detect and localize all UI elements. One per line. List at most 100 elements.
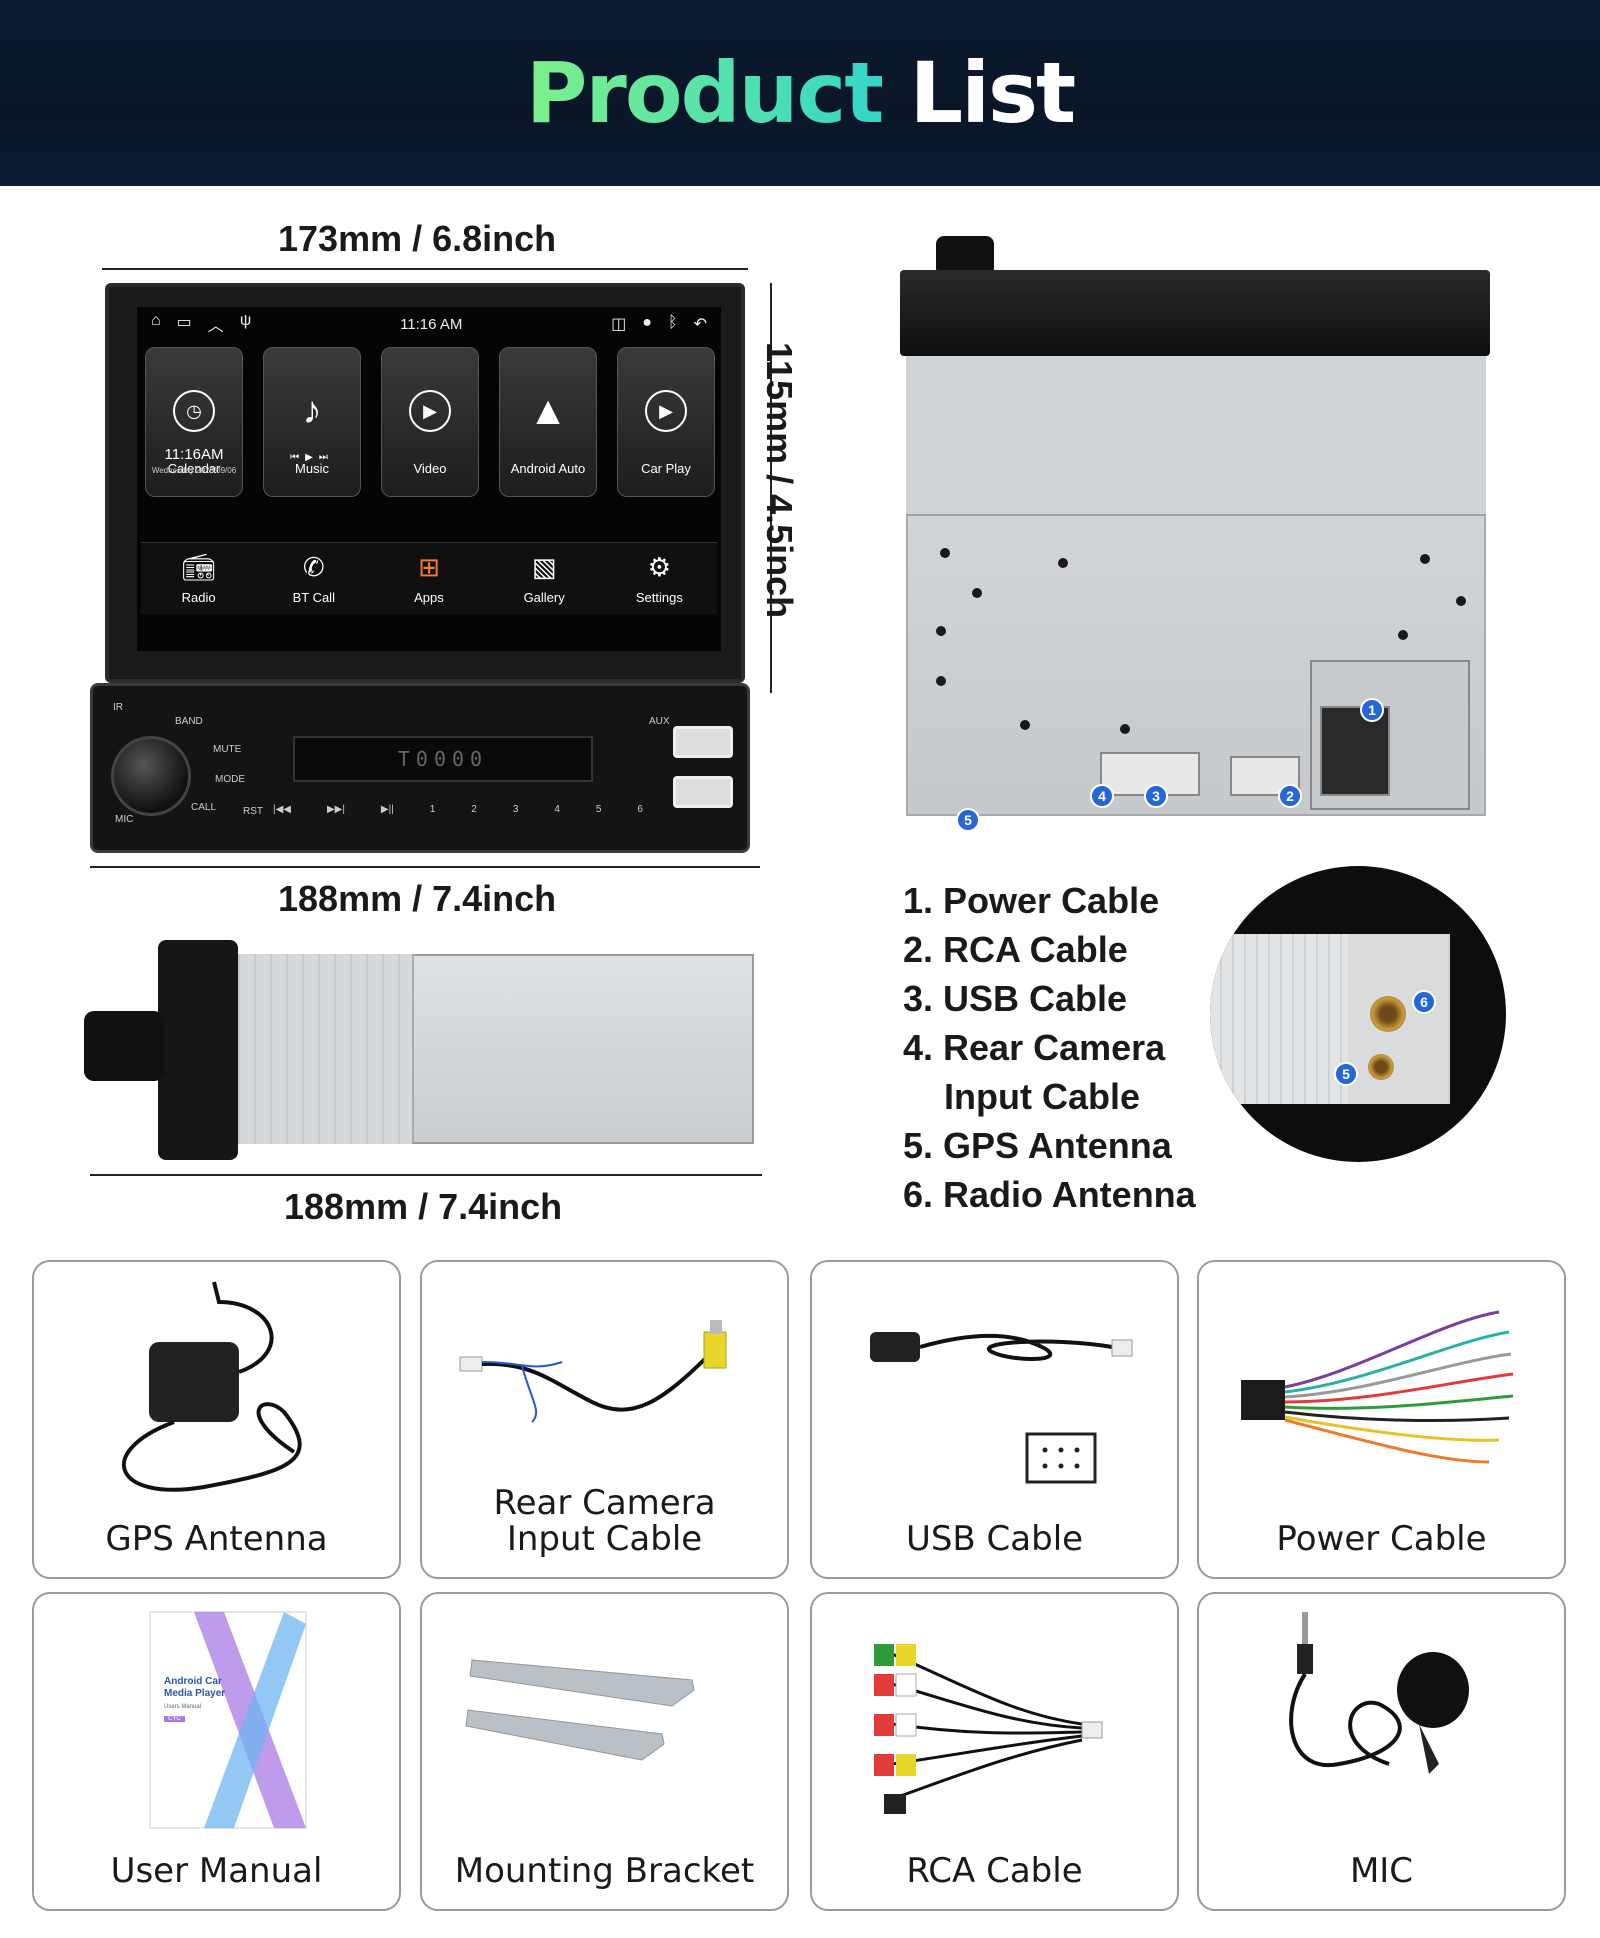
- zoom-badge-6: 6: [1412, 990, 1436, 1014]
- touch-screen: ⌂ ▭ ︿ ψ 11:16 AM ◫ ● ᛒ ↶ ◷ 11:16AM Wedne…: [137, 307, 721, 651]
- usb-port-top: [673, 726, 733, 758]
- head-unit-front: ⌂ ▭ ︿ ψ 11:16 AM ◫ ● ᛒ ↶ ◷ 11:16AM Wedne…: [90, 283, 750, 853]
- badge-3: 3: [1144, 784, 1168, 808]
- radio-icon: 📻︎: [182, 552, 216, 582]
- card-mounting-bracket: Mounting Bracket: [420, 1592, 789, 1911]
- call-button: CALL: [191, 802, 217, 813]
- tile-label: Calendar: [167, 461, 221, 476]
- screw-hole: [1120, 724, 1130, 734]
- dock-label: Apps: [414, 590, 444, 605]
- part-item-6: 6. Radio Antenna: [903, 1174, 1196, 1215]
- volume-knob: [111, 736, 191, 816]
- radio-antenna-jack: [1370, 996, 1406, 1032]
- screw-hole: [1456, 596, 1466, 606]
- clock-icon: ◷: [173, 390, 215, 432]
- back-knob: [936, 236, 994, 276]
- gps-antenna-icon: [121, 1281, 302, 1492]
- front-width-line: [102, 268, 748, 270]
- card-rear-camera-cable: Rear Camera Input Cable: [420, 1260, 789, 1579]
- back-faceplate-edge: [900, 270, 1490, 356]
- dock-label: Gallery: [523, 590, 565, 605]
- ir-label: IR: [113, 702, 123, 713]
- preset-next: ▶▶|: [326, 804, 345, 815]
- body-width-line: [90, 866, 760, 868]
- parts-list: 1. Power Cable 2. RCA Cable 3. USB Cable…: [903, 876, 1196, 1219]
- front-height-line: [770, 283, 772, 693]
- screw-hole: [936, 626, 946, 636]
- play-icon: ▶: [409, 390, 451, 432]
- manual-subtitle: Users Manual: [164, 1704, 202, 1710]
- dock-settings: ⚙ Settings: [614, 552, 704, 605]
- usb-port-bottom: [673, 776, 733, 808]
- part-item-4-cont: Input Cable: [944, 1076, 1140, 1117]
- back-vent-panel: [906, 356, 1486, 516]
- rear-camera-cable-icon: [459, 1320, 727, 1423]
- card-usb-cable: USB Cable: [810, 1260, 1179, 1579]
- status-time: 11:16 AM: [400, 315, 463, 333]
- card-mic: MIC: [1197, 1592, 1566, 1911]
- preset-buttons: |◀◀ ▶▶| ▶|| 1 2 3 4 5 6: [273, 804, 643, 815]
- cast-icon: ◫: [611, 316, 627, 333]
- card-label: RCA Cable: [906, 1851, 1083, 1891]
- screw-hole: [1020, 720, 1030, 730]
- screw-hole: [972, 588, 982, 598]
- location-icon: ●: [642, 314, 652, 331]
- part-item-4: 4. Rear Camera: [903, 1027, 1166, 1068]
- mode-button: MODE: [215, 774, 245, 785]
- media-controls-icon: ⏮▶⏭: [290, 452, 334, 463]
- zoom-badge-5: 5: [1334, 1062, 1358, 1086]
- card-label: User Manual: [110, 1851, 323, 1891]
- preset-3: 3: [512, 804, 519, 815]
- head-unit-back: 1 2 3 4 5: [900, 236, 1490, 832]
- screw-hole: [940, 548, 950, 558]
- preset-4: 4: [554, 804, 560, 815]
- rst-button: RST: [243, 806, 263, 817]
- usb-cable-icon: [870, 1332, 1133, 1484]
- dock-gallery: ▧ Gallery: [499, 552, 589, 605]
- card-rca-cable: RCA Cable: [810, 1592, 1179, 1911]
- page-title: Product List: [526, 44, 1076, 142]
- card-label: Power Cable: [1276, 1519, 1487, 1559]
- tile-label: Video: [413, 461, 447, 476]
- back-icon: ↶: [693, 316, 707, 333]
- badge-2: 2: [1278, 784, 1302, 808]
- preset-5: 5: [595, 804, 602, 815]
- body-width-label: 188mm / 7.4inch: [278, 878, 557, 919]
- screw-hole: [1398, 630, 1408, 640]
- tile-label: Music: [295, 461, 329, 476]
- aux-label: AUX: [649, 716, 670, 727]
- page-header: Product List: [0, 0, 1600, 186]
- preset-prev: |◀◀: [273, 804, 291, 815]
- band-button: BAND: [175, 716, 203, 727]
- card-power-cable: Power Cable: [1197, 1260, 1566, 1579]
- dock-radio: 📻︎ Radio: [154, 552, 244, 605]
- badge-4: 4: [1090, 784, 1114, 808]
- head-unit-side: [84, 936, 764, 1166]
- preset-play: ▶||: [380, 804, 394, 815]
- tile-date: Wednesday 2023/09/06: [151, 466, 237, 475]
- side-length-label: 188mm / 7.4inch: [284, 1186, 563, 1227]
- card-label: USB Cable: [905, 1519, 1084, 1559]
- home-icon: ⌂: [151, 312, 161, 329]
- part-item-3: 3. USB Cable: [903, 978, 1128, 1019]
- gallery-icon: ▧: [531, 552, 557, 582]
- dock-apps: ⊞ Apps: [384, 552, 474, 605]
- recent-apps-icon: ▭: [176, 314, 192, 331]
- user-manual-icon: [149, 1611, 307, 1829]
- mic-label: MIC: [115, 814, 134, 825]
- side-knob: [84, 1011, 164, 1081]
- tile-android-auto: ▲ Android Auto: [499, 347, 597, 497]
- side-faceplate: [158, 940, 238, 1160]
- card-label: MIC: [1349, 1851, 1414, 1891]
- tile-clock: 11:16AM: [164, 446, 224, 463]
- app-dock: 📻︎ Radio ✆ BT Call ⊞ Apps ▧ Gallery ⚙: [141, 542, 717, 614]
- side-cage: [224, 954, 414, 1144]
- mounting-bracket-icon: [465, 1659, 695, 1761]
- lcd-display: T0000: [293, 736, 593, 782]
- tile-calendar: ◷ 11:16AM Wednesday 2023/09/06 Calendar: [145, 347, 243, 497]
- screw-hole: [1058, 558, 1068, 568]
- usb-icon: ψ: [239, 312, 252, 329]
- gear-icon: ⚙: [647, 552, 671, 582]
- apps-grid-icon: ⊞: [418, 552, 440, 582]
- tile-car-play: ▶ Car Play: [617, 347, 715, 497]
